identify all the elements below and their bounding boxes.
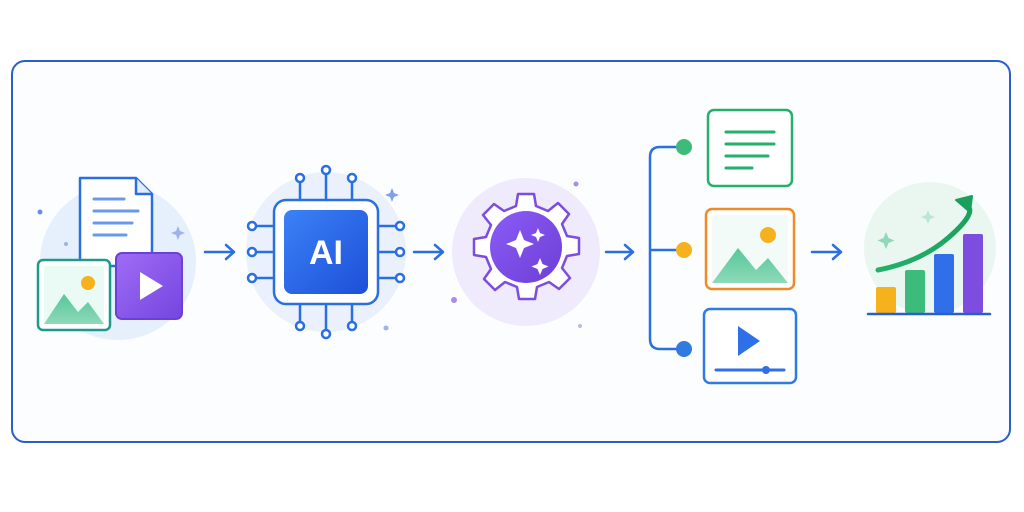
growth-bar-1 — [876, 287, 896, 313]
document-icon — [78, 176, 154, 268]
growth-bar-4 — [963, 234, 983, 313]
branch-dot-text — [676, 139, 692, 155]
flow-arrow-4 — [810, 243, 843, 261]
text-output-icon — [706, 108, 794, 188]
growth-bar-3 — [934, 254, 954, 313]
input-group — [36, 176, 196, 340]
image-icon — [36, 258, 112, 332]
ai-chip-label: AI — [309, 234, 343, 272]
flow-arrow-1 — [203, 243, 236, 261]
video-play-icon — [115, 252, 183, 320]
flow-arrow-3 — [604, 243, 635, 261]
flow-arrow-2 — [412, 243, 445, 261]
branch-dot-image — [676, 242, 692, 258]
branch-dot-video — [676, 341, 692, 357]
ai-chip-icon: AI — [246, 164, 406, 340]
sparkle-gear-icon — [451, 178, 600, 328]
video-output-icon — [702, 307, 798, 385]
growth-chart-icon — [864, 182, 996, 316]
growth-bar-2 — [905, 270, 925, 313]
output-branch-connector — [648, 139, 692, 357]
image-output-icon — [704, 207, 796, 291]
